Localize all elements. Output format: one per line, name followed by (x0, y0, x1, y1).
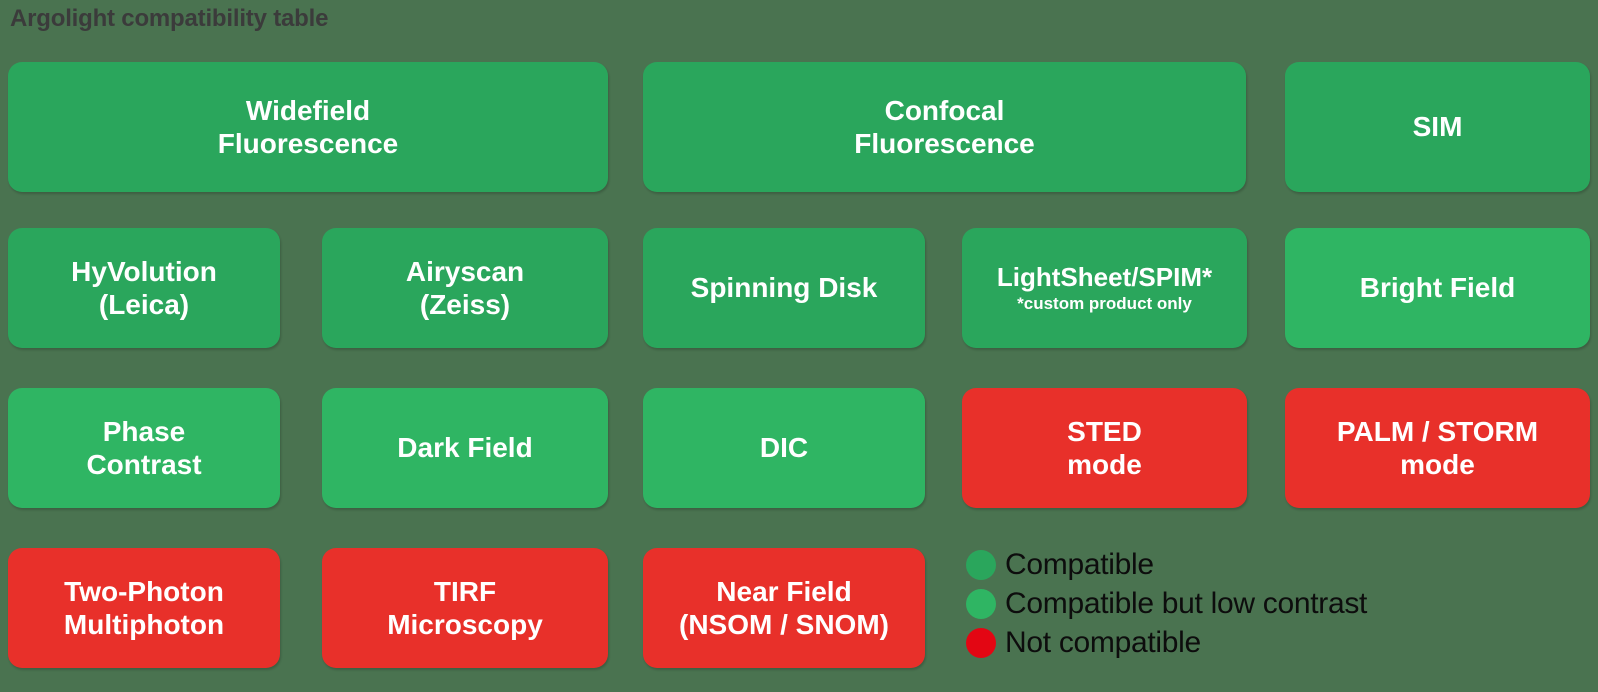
cell-hyvolution-leica[interactable]: HyVolution (Leica) (8, 228, 280, 348)
cell-line-1: Widefield (245, 94, 371, 126)
cell-line-2: Microscopy (387, 609, 543, 640)
cell-line-1: SIM (1412, 111, 1463, 143)
cell-near-field-nsom-snom[interactable]: Near Field (NSOM / SNOM) (643, 548, 925, 668)
cell-line-1: Near Field (716, 575, 852, 607)
legend: Compatible Compatible but low contrast N… (966, 545, 1586, 662)
cell-sted-mode[interactable]: STED mode (962, 388, 1247, 508)
legend-item-not-compatible: Not compatible (966, 623, 1586, 662)
cell-palm-storm-mode[interactable]: PALM / STORM mode (1285, 388, 1590, 508)
cell-line-2: mode (1067, 449, 1142, 480)
cell-bright-field[interactable]: Bright Field (1285, 228, 1590, 348)
cell-line-1: Confocal (884, 94, 1005, 126)
page-title: Argolight compatibility table (10, 5, 329, 32)
cell-widefield-fluorescence[interactable]: Widefield Fluorescence (8, 62, 608, 192)
cell-line-2: mode (1400, 449, 1475, 480)
cell-line-1: DIC (759, 432, 809, 464)
cell-line-1: Two-Photon (64, 575, 224, 607)
cell-line-2: Multiphoton (63, 609, 225, 640)
cell-line-2: (Zeiss) (419, 289, 511, 320)
cell-airyscan-zeiss[interactable]: Airyscan (Zeiss) (322, 228, 608, 348)
cell-line-1: Spinning Disk (690, 272, 878, 304)
cell-phase-contrast[interactable]: Phase Contrast (8, 388, 280, 508)
cell-footnote: *custom product only (1017, 294, 1192, 314)
cell-line-1: Bright Field (1359, 272, 1516, 304)
legend-dot-compatible-icon (966, 549, 996, 580)
cell-line-2: Contrast (86, 449, 202, 480)
cell-tirf-microscopy[interactable]: TIRF Microscopy (322, 548, 608, 668)
cell-line-1: TIRF (433, 575, 497, 607)
cell-line-1: PALM / STORM (1336, 415, 1539, 447)
cell-dic[interactable]: DIC (643, 388, 925, 508)
legend-label-compatible: Compatible (1005, 547, 1154, 581)
cell-line-1: Airyscan (405, 255, 525, 287)
cell-line-1: STED (1067, 415, 1142, 447)
legend-label-low-contrast: Compatible but low contrast (1005, 586, 1368, 620)
cell-line-2: Fluorescence (854, 128, 1035, 159)
cell-line-2: (Leica) (98, 289, 190, 320)
cell-dark-field[interactable]: Dark Field (322, 388, 608, 508)
cell-line-1: HyVolution (71, 255, 217, 287)
legend-dot-low-contrast-icon (966, 588, 996, 619)
cell-spinning-disk[interactable]: Spinning Disk (643, 228, 925, 348)
legend-item-low-contrast: Compatible but low contrast (966, 584, 1586, 623)
cell-line-1: Phase (102, 415, 186, 447)
cell-two-photon-multiphoton[interactable]: Two-Photon Multiphoton (8, 548, 280, 668)
cell-line-2: (NSOM / SNOM) (679, 609, 889, 640)
cell-line-2: Fluorescence (217, 128, 399, 159)
cell-line-1: Dark Field (397, 432, 533, 464)
cell-confocal-fluorescence[interactable]: Confocal Fluorescence (643, 62, 1246, 192)
legend-item-compatible: Compatible (966, 545, 1586, 584)
cell-line-1: LightSheet/SPIM* (996, 261, 1213, 292)
legend-dot-not-compatible-icon (966, 627, 996, 658)
cell-sim[interactable]: SIM (1285, 62, 1590, 192)
cell-lightsheet-spim[interactable]: LightSheet/SPIM* *custom product only (962, 228, 1247, 348)
legend-label-not-compatible: Not compatible (1005, 625, 1201, 659)
